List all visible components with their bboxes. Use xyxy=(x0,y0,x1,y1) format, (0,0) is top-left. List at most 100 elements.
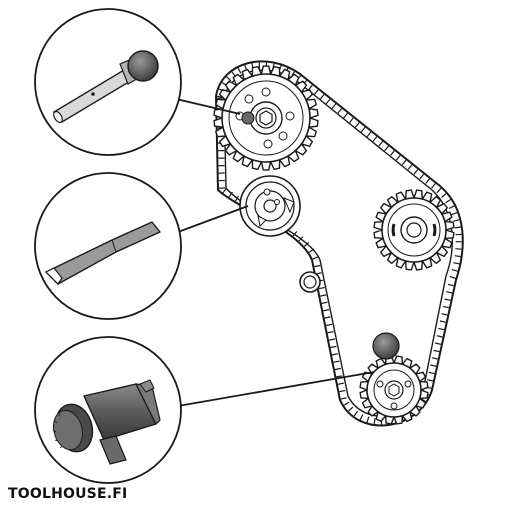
belt-tooth xyxy=(303,241,310,247)
belt-tooth xyxy=(433,349,440,353)
idler-pulley xyxy=(299,271,321,293)
belt-tooth xyxy=(331,353,339,356)
belt-tooth xyxy=(442,305,450,309)
belt-tooth xyxy=(226,76,232,82)
camshaft-sprocket-right xyxy=(373,189,455,271)
belt-tooth xyxy=(436,335,443,338)
belt-tooth xyxy=(428,371,435,375)
belt-tooth xyxy=(454,226,461,229)
belt-tooth xyxy=(360,126,366,133)
belt-tooth xyxy=(430,364,437,367)
belt-tooth xyxy=(390,150,395,156)
belt-tooth xyxy=(444,298,451,301)
belt-tooth xyxy=(434,342,442,345)
locking-pin-callout xyxy=(34,8,182,156)
belt-tooth xyxy=(327,331,334,334)
belt-tooth xyxy=(366,131,372,138)
belt-tooth xyxy=(366,416,370,423)
locking-pin-icon xyxy=(52,50,159,124)
belt-tooth xyxy=(441,313,448,316)
belt-tooth xyxy=(333,360,340,363)
belt-tooth xyxy=(454,255,461,258)
tensioner-pulley xyxy=(239,175,301,237)
belt-tooth xyxy=(334,367,341,371)
belt-tooth xyxy=(228,191,233,198)
tensioner-wrench-icon xyxy=(44,221,161,285)
belt-tooth xyxy=(455,248,462,250)
leader-line-crankshaft xyxy=(177,371,375,407)
camshaft-sprocket-upper xyxy=(213,65,319,171)
belt-tooth xyxy=(298,236,304,242)
crankshaft-sprocket xyxy=(359,355,429,425)
belt-tooth xyxy=(395,155,401,161)
belt-tooth xyxy=(325,323,333,327)
belt-tooth xyxy=(234,195,240,202)
belt-tooth xyxy=(314,264,321,268)
belt-tooth xyxy=(343,401,350,406)
belt-tooth xyxy=(431,183,436,189)
tensioner-wrench-callout xyxy=(34,172,182,320)
belt-tooth xyxy=(312,256,319,260)
belt-tooth xyxy=(308,248,315,253)
belt-tooth xyxy=(448,205,455,210)
belt-tooth xyxy=(323,309,330,312)
belt-tooth xyxy=(445,198,451,204)
belt-tooth xyxy=(340,397,347,400)
belt-tooth xyxy=(292,231,298,237)
belt-tooth xyxy=(451,269,458,272)
belt-tooth xyxy=(439,320,446,323)
belt-tooth xyxy=(354,122,360,128)
belt-tooth xyxy=(308,84,313,91)
belt-tooth xyxy=(328,338,336,341)
leader-line-tensioner xyxy=(177,205,249,233)
belt-tooth xyxy=(447,283,454,287)
crankshaft-lock-marker xyxy=(372,332,400,360)
belt-tooth xyxy=(401,159,407,166)
belt-tooth xyxy=(426,379,434,382)
crankshaft-lock-tool-icon xyxy=(52,379,161,465)
belt-tooth xyxy=(449,275,456,279)
belt-tooth xyxy=(441,193,447,198)
belt-tooth xyxy=(339,389,346,393)
belt-tooth xyxy=(372,136,378,142)
belt-tooth xyxy=(318,286,325,290)
belt-tooth xyxy=(349,117,354,123)
belt-tooth xyxy=(438,327,445,331)
belt-tooth xyxy=(413,169,419,175)
locking-pin-marker xyxy=(241,111,255,125)
belt-tooth xyxy=(419,173,425,180)
belt-tooth xyxy=(343,112,348,119)
belt-tooth xyxy=(237,67,242,74)
belt-tooth xyxy=(407,164,413,170)
belt-tooth xyxy=(446,291,453,294)
crankshaft-lock-callout xyxy=(34,336,182,484)
brand-logo: TOOLHOUSE.FI xyxy=(8,486,128,502)
belt-tooth xyxy=(453,219,460,222)
belt-tooth xyxy=(336,375,343,378)
belt-tooth xyxy=(321,301,328,304)
belt-tooth xyxy=(436,187,442,194)
belt-tooth xyxy=(373,418,376,425)
belt-tooth xyxy=(319,94,325,100)
belt-tooth xyxy=(353,410,359,417)
belt-tooth xyxy=(325,98,331,105)
belt-tooth xyxy=(330,345,337,349)
belt-tooth xyxy=(222,187,228,194)
leader-line-locking-pin xyxy=(171,97,241,115)
belt-tooth xyxy=(331,103,337,109)
belt-tooth xyxy=(337,382,344,385)
belt-tooth xyxy=(320,294,327,297)
belt-tooth xyxy=(324,316,331,319)
belt-outer-edge xyxy=(215,60,464,427)
belt-tooth xyxy=(313,89,319,95)
belt-tooth xyxy=(431,357,438,360)
belt-tooth xyxy=(359,414,364,421)
belt-tooth xyxy=(425,178,430,184)
belt-tooth xyxy=(451,212,458,216)
belt-tooth xyxy=(453,262,460,265)
belt-tooth xyxy=(378,141,384,147)
belt-tooth xyxy=(348,406,354,412)
belt-tooth xyxy=(384,145,389,152)
belt-tooth xyxy=(337,108,343,114)
